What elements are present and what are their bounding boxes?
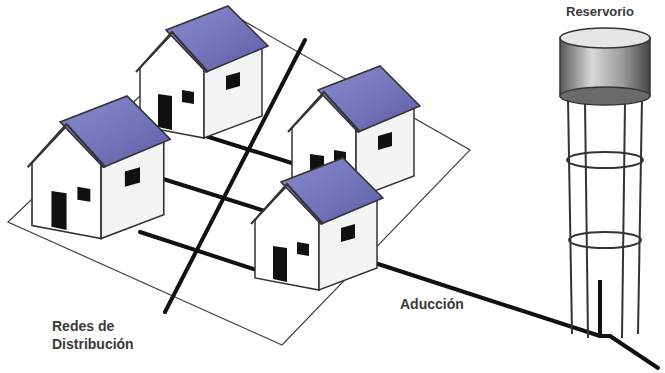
tank-label: Reservorio bbox=[566, 4, 656, 20]
water-tower bbox=[560, 28, 650, 338]
network-label: Redes de Distribución bbox=[52, 318, 162, 353]
house bbox=[28, 96, 171, 239]
adduction-pipe bbox=[372, 262, 658, 368]
house bbox=[251, 158, 383, 290]
pipe-label: Aducción bbox=[400, 296, 500, 314]
house bbox=[136, 6, 268, 138]
